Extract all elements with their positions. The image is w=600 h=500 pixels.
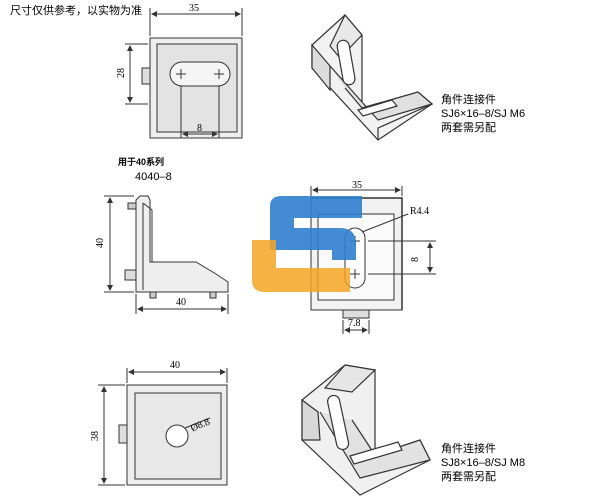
part1-dim-slot: 8 (197, 123, 202, 134)
brand-logo (250, 188, 370, 294)
part1-spec-block: 角件连接件 SJ6×16–8/SJ M6 两套需另配 (441, 93, 525, 135)
part2-dim-bottom: 7.8 (348, 318, 361, 329)
part1-isometric-view (311, 13, 434, 141)
part1-name: 角件连接件 (441, 94, 496, 106)
part1-dim-height: 28 (116, 68, 127, 78)
part3-dim-height: 38 (90, 431, 101, 441)
part3-spec: SJ8×16–8/SJ M8 (441, 457, 526, 469)
part3-name: 角件连接件 (441, 443, 496, 455)
part2-dim-width: 40 (176, 297, 186, 308)
part2-dim-height: 40 (95, 238, 106, 248)
part2-dim-top: 35 (352, 180, 362, 191)
part2-side-view (104, 195, 229, 314)
part1-front-view (125, 8, 243, 139)
brand-logo-mark (252, 196, 362, 292)
part2-dim-slot: 8 (410, 257, 421, 262)
part1-dim-width: 35 (189, 3, 199, 14)
part3-isometric-view (301, 364, 431, 496)
top-note: 尺寸仅供参考，以实物为准 (10, 5, 142, 17)
part3-front-view (98, 368, 228, 486)
part3-note: 两套需另配 (441, 471, 496, 483)
part1-note: 两套需另配 (441, 122, 496, 134)
part2-dim-radius: R4.4 (410, 206, 429, 217)
part3-spec-block: 角件连接件 SJ8×16–8/SJ M8 两套需另配 (441, 442, 525, 484)
model-label: 4040–8 (135, 171, 172, 183)
part3-dim-width: 40 (170, 360, 180, 371)
series-label: 用于40系列 (118, 157, 165, 167)
part1-spec: SJ6×16–8/SJ M6 (441, 108, 526, 120)
